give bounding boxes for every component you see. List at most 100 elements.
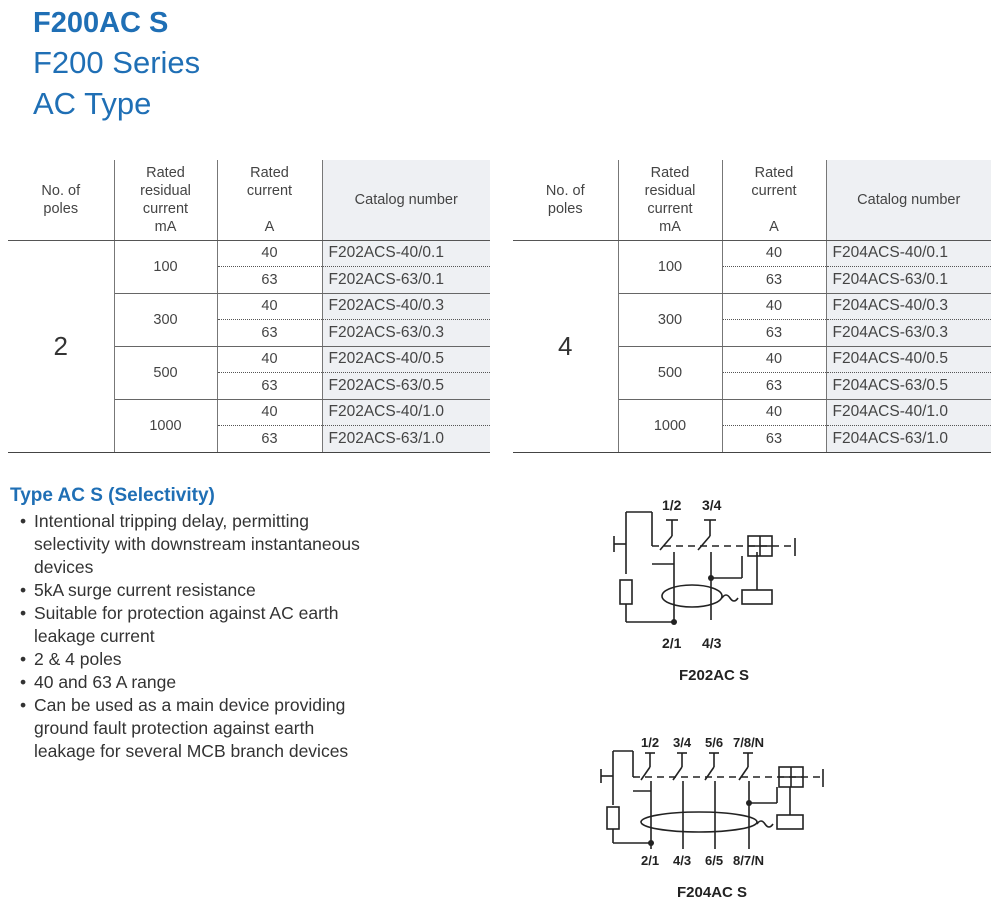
feature-item: Can be used as a main device providing (20, 694, 470, 717)
residual-current-cell: 500 (114, 346, 218, 400)
feature-item: 40 and 63 A range (20, 671, 470, 694)
rated-current-cell: 40 (217, 240, 323, 267)
rated-current-cell: 63 (722, 372, 827, 400)
residual-current-cell: 100 (618, 240, 723, 294)
catalog-number-cell: F204ACS-40/0.1 (826, 240, 991, 267)
features-list: Intentional tripping delay, permitting s… (10, 510, 470, 763)
rated-current-cell: 40 (217, 346, 323, 373)
residual-current-cell: 300 (618, 293, 723, 347)
header-catalog: Catalog number (825, 160, 991, 241)
rated-current-cell: 40 (217, 293, 323, 320)
diagram-caption-4-pole: F204AC S (677, 884, 748, 901)
header-catalog: Catalog number (321, 160, 490, 241)
rated-current-cell: 40 (217, 399, 323, 426)
terminal-label: 3/4 (702, 497, 722, 513)
rated-current-cell: 63 (217, 425, 323, 453)
feature-item: 2 & 4 poles (20, 648, 470, 671)
feature-item-cont: devices (34, 557, 94, 577)
terminal-label: 2/1 (662, 635, 682, 651)
diagram-caption-2-pole: F202AC S (679, 667, 750, 684)
rated-current-cell: 40 (722, 293, 827, 320)
catalog-number-cell: F202ACS-63/0.3 (322, 319, 490, 347)
residual-current-cell: 100 (114, 240, 218, 294)
feature-item: Intentional tripping delay, permitting (20, 510, 470, 533)
features-title: Type AC S (Selectivity) (10, 485, 215, 506)
rated-current-cell: 40 (722, 240, 827, 267)
title-block: F200AC S F200 Series AC Type (33, 4, 200, 124)
feature-item-cont: selectivity with downstream instantaneou… (34, 534, 360, 554)
residual-current-cell: 1000 (114, 399, 218, 453)
catalog-number-cell: F202ACS-40/0.5 (322, 346, 490, 373)
rated-current-cell: 63 (722, 425, 827, 453)
terminal-label: 4/3 (673, 853, 691, 868)
catalog-number-cell: F204ACS-63/1.0 (826, 425, 991, 453)
feature-item-cont: ground fault protection against earth (34, 718, 315, 738)
rated-current-cell: 63 (722, 319, 827, 347)
terminal-label: 5/6 (705, 735, 723, 750)
catalog-number-cell: F204ACS-63/0.3 (826, 319, 991, 347)
terminal-label: 1/2 (641, 735, 659, 750)
catalog-number-cell: F204ACS-40/1.0 (826, 399, 991, 426)
type-title: AC Type (33, 86, 152, 121)
rated-current-cell: 40 (722, 346, 827, 373)
residual-current-cell: 300 (114, 293, 218, 347)
catalog-number-cell: F202ACS-40/0.1 (322, 240, 490, 267)
feature-item: Suitable for protection against AC earth (20, 602, 470, 625)
feature-item-cont: leakage for several MCB branch devices (34, 741, 349, 761)
rated-current-cell: 40 (722, 399, 827, 426)
catalog-number-cell: F204ACS-40/0.5 (826, 346, 991, 373)
catalog-number-cell: F202ACS-40/1.0 (322, 399, 490, 426)
poles-cell: 4 (513, 240, 619, 453)
features-section: Type AC S (Selectivity) Intentional trip… (10, 484, 470, 763)
poles-cell: 2 (8, 240, 115, 453)
terminal-label: 7/8/N (733, 735, 764, 750)
product-title: F200AC S (33, 7, 169, 39)
catalog-number-cell: F204ACS-63/0.1 (826, 266, 991, 294)
terminal-label: 6/5 (705, 853, 723, 868)
wiring-diagram-4-pole: 1/2 3/4 5/6 7/8/N 2/1 4/3 6/5 8/7/N (600, 735, 824, 868)
terminal-label: 2/1 (641, 853, 659, 868)
catalog-number-cell: F202ACS-40/0.3 (322, 293, 490, 320)
catalog-number-cell: F204ACS-63/0.5 (826, 372, 991, 400)
terminal-label: 3/4 (673, 735, 692, 750)
catalog-number-cell: F202ACS-63/0.1 (322, 266, 490, 294)
feature-item-cont: leakage current (34, 626, 155, 646)
catalog-number-cell: F204ACS-40/0.3 (826, 293, 991, 320)
rated-current-cell: 63 (722, 266, 827, 294)
series-title: F200 Series (33, 45, 201, 80)
rated-current-cell: 63 (217, 372, 323, 400)
terminal-label: 1/2 (662, 497, 682, 513)
wiring-diagram-2-pole: 1/2 3/4 2/1 4/3 (613, 497, 796, 651)
catalog-number-cell: F202ACS-63/0.5 (322, 372, 490, 400)
rated-current-cell: 63 (217, 319, 323, 347)
terminal-label: 8/7/N (733, 853, 764, 868)
catalog-number-cell: F202ACS-63/1.0 (322, 425, 490, 453)
residual-current-cell: 500 (618, 346, 723, 400)
residual-current-cell: 1000 (618, 399, 723, 453)
terminal-label: 4/3 (702, 635, 722, 651)
rated-current-cell: 63 (217, 266, 323, 294)
